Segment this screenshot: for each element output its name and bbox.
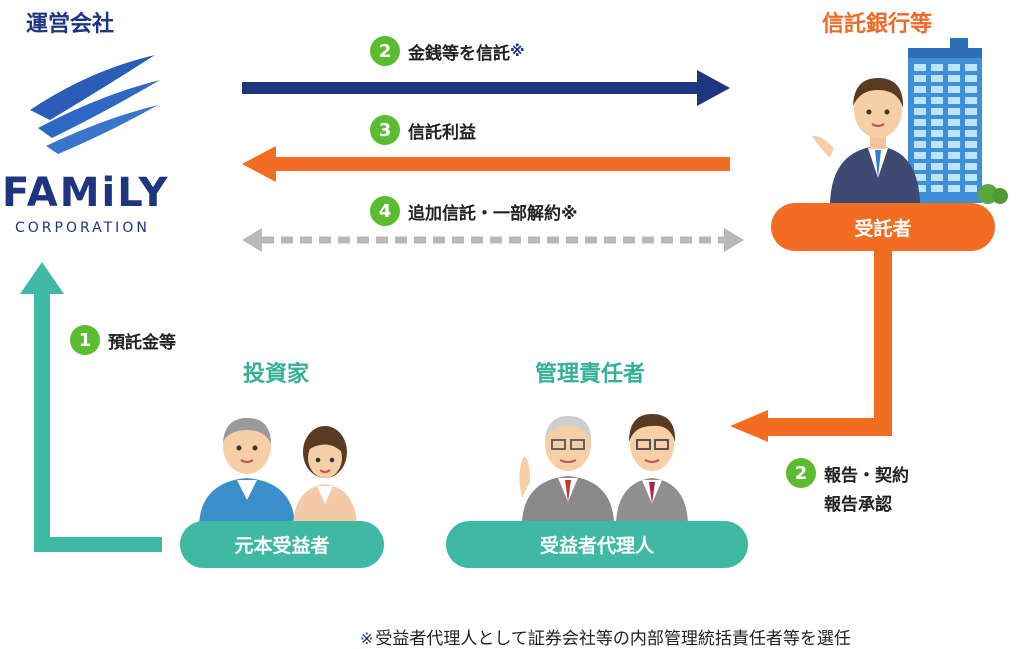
family-logo-wing-icon [30, 55, 160, 154]
step-badge: 1 [70, 325, 100, 355]
report-arrow [730, 250, 892, 442]
flow-report-text: 報告・契約 [824, 465, 909, 486]
logo-wordmark: FAMiLY [2, 170, 170, 216]
step-badge: 4 [370, 196, 400, 226]
beneficiary-agent-pill: 受益者代理人 [446, 521, 748, 568]
step-badge: 2 [786, 458, 816, 488]
flow-profit-text: 信託利益 [408, 122, 476, 143]
manager-illustration [519, 414, 688, 523]
footnote: ※受益者代理人として証券会社等の内部管理統括責任者等を選任 [360, 624, 851, 649]
flow-entrust-text: 金銭等を信託 [408, 43, 510, 64]
businessman-icon [812, 78, 920, 203]
woman-icon [293, 426, 357, 525]
investor-heading: 投資家 [243, 362, 310, 387]
principal-beneficiary-pill: 元本受益者 [180, 521, 384, 568]
trustee-pill: 受託者 [771, 203, 995, 251]
manager-elder-icon [519, 416, 614, 523]
flow-report-label-line2: 報告承認 [824, 495, 892, 515]
note-mark: ※ [510, 42, 525, 60]
manager-young-icon [616, 414, 688, 523]
flow-profit-label: 3 信託利益 [370, 115, 476, 145]
investor-illustration [199, 418, 357, 525]
operator-heading: 運営会社 [26, 12, 115, 37]
flow-deposit-label: 1 預託金等 [70, 325, 176, 355]
profit-arrow [242, 146, 730, 182]
footnote-mark: ※ [360, 629, 374, 648]
entrust-arrow [242, 70, 730, 106]
flow-entrust-label: 2 金銭等を信託 ※ [370, 36, 525, 66]
flow-additional-text: 追加信託・一部解約※ [408, 203, 578, 224]
footnote-text: 受益者代理人として証券会社等の内部管理統括責任者等を選任 [375, 629, 851, 649]
additional-dashed-arrow [242, 228, 744, 252]
flow-deposit-text: 預託金等 [108, 332, 176, 353]
deposit-arrow [20, 262, 162, 552]
trust-bank-illustration [812, 38, 1008, 204]
step-badge: 3 [370, 115, 400, 145]
flow-report-label: 2 報告・契約 [786, 458, 909, 488]
manager-heading: 管理責任者 [535, 362, 646, 387]
flow-additional-label: 4 追加信託・一部解約※ [370, 196, 578, 226]
trust-bank-heading: 信託銀行等 [822, 12, 933, 37]
elderly-man-icon [199, 418, 295, 525]
logo-subtitle: CORPORATION [15, 220, 150, 236]
step-badge: 2 [370, 36, 400, 66]
